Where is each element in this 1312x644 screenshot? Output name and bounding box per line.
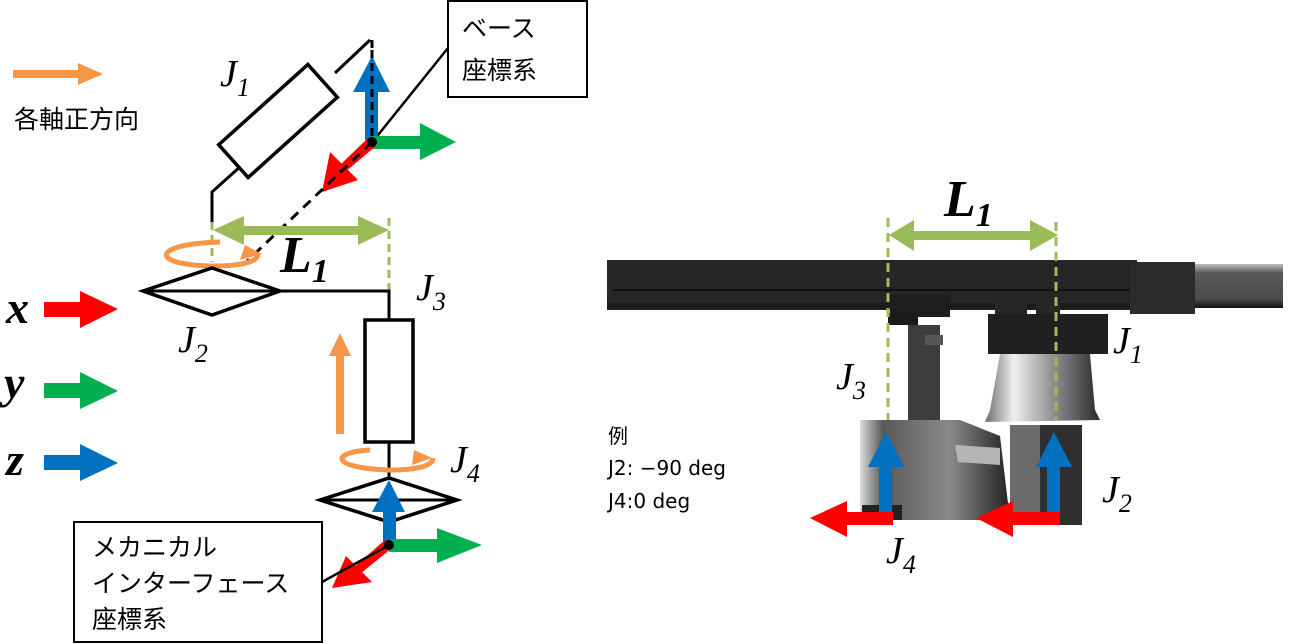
l1-label: L1 bbox=[279, 227, 329, 290]
legend-x: x bbox=[5, 282, 118, 333]
base-y-axis-arrow-icon bbox=[372, 123, 456, 160]
schematic: ベース 座標系 J1 bbox=[73, 0, 588, 643]
positive-direction-arrow-icon bbox=[13, 63, 103, 85]
l1-dimension-arrow-icon bbox=[213, 216, 389, 245]
mechanical-interface-callout: メカニカル インターフェース 座標系 bbox=[73, 521, 390, 643]
base-z-axis-arrow-icon bbox=[353, 50, 390, 140]
base-origin-dot bbox=[367, 137, 377, 147]
link-j2-j3 bbox=[280, 289, 391, 320]
flange-y-axis-arrow-icon bbox=[389, 528, 482, 563]
j1-carriage bbox=[988, 314, 1108, 354]
j2-cylinder bbox=[985, 354, 1100, 422]
render-j4-z-axis-arrow-icon bbox=[868, 432, 904, 520]
j3-translation-arrow-icon bbox=[329, 333, 351, 434]
rail-motor bbox=[1195, 264, 1283, 308]
base-x-dashed-line bbox=[241, 140, 374, 267]
j4-rotation-arrow-icon bbox=[339, 447, 436, 473]
z-axis-arrow-icon bbox=[44, 444, 118, 481]
robot-render: L1 J1 J2 J3 J4 例 J2: −90 deg J4:0 deg bbox=[606, 171, 1283, 579]
mechanical-interface-label-line2: インターフェース bbox=[92, 569, 289, 598]
arm-body bbox=[860, 420, 1010, 520]
flange-z-axis-arrow-head-icon bbox=[372, 480, 405, 512]
base-frame-label-line2: 座標系 bbox=[462, 56, 537, 85]
render-j2-z-axis-arrow-icon bbox=[1036, 432, 1072, 520]
render-j2-x-axis-arrow-icon bbox=[976, 501, 1060, 537]
render-l1-dimension-arrow-icon bbox=[889, 220, 1058, 251]
x-axis-arrow-icon bbox=[44, 291, 118, 328]
j1-body bbox=[216, 62, 340, 180]
example-note: 例 J2: −90 deg J4:0 deg bbox=[606, 424, 726, 513]
positive-direction-label: 各軸正方向 bbox=[14, 105, 139, 134]
render-j4-x-axis-arrow-icon bbox=[810, 501, 893, 537]
render-l1-label: L1 bbox=[943, 171, 993, 234]
legend-y: y bbox=[0, 357, 118, 409]
example-title: 例 bbox=[608, 424, 628, 448]
example-line-j2: J2: −90 deg bbox=[606, 456, 726, 480]
flange-z-axis-arrow-icon bbox=[383, 512, 396, 545]
j1-label: J1 bbox=[220, 53, 250, 102]
base-frame-leader-line bbox=[369, 47, 449, 146]
j4-label: J4 bbox=[450, 439, 480, 488]
link-j1-base bbox=[333, 38, 372, 75]
mechanical-interface-leader-line bbox=[321, 543, 390, 584]
legend: 各軸正方向 x y z bbox=[0, 63, 139, 485]
mechanical-interface-label-line1: メカニカル bbox=[92, 533, 217, 562]
mechanical-interface-label-line3: 座標系 bbox=[92, 605, 167, 634]
render-j3-label: J3 bbox=[836, 356, 866, 405]
legend-y-label: y bbox=[0, 357, 25, 408]
link-j2-j1 bbox=[210, 163, 244, 222]
j3-label: J3 bbox=[416, 267, 446, 316]
example-line-j4: J4:0 deg bbox=[606, 489, 690, 513]
render-j4-label: J4 bbox=[886, 530, 916, 579]
j2-label: J2 bbox=[178, 319, 208, 368]
legend-x-label: x bbox=[5, 282, 29, 333]
y-axis-arrow-icon bbox=[44, 372, 118, 409]
render-j1-label: J1 bbox=[1113, 320, 1143, 369]
render-j2-label: J2 bbox=[1102, 469, 1132, 518]
rail-end-block bbox=[1130, 262, 1195, 314]
legend-z-label: z bbox=[4, 434, 24, 485]
base-frame-callout: ベース 座標系 bbox=[369, 0, 588, 146]
j3-body bbox=[363, 318, 415, 444]
base-frame-label-line1: ベース bbox=[462, 14, 536, 43]
legend-z: z bbox=[4, 434, 118, 485]
j2-rotation-arrow-icon bbox=[164, 239, 262, 269]
